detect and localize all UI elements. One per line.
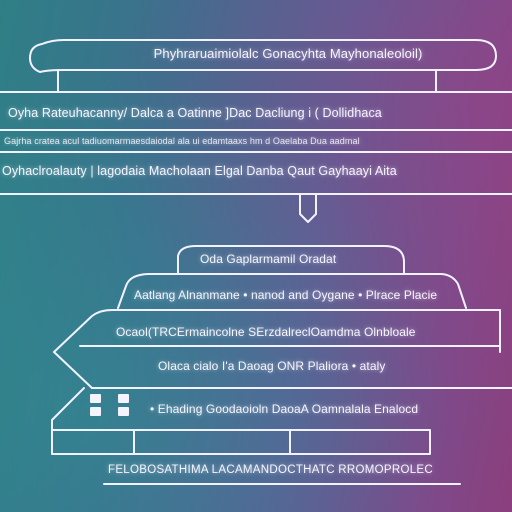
marker-square-2	[118, 394, 129, 403]
top-row-1: Oyha Rateuhacanny/ Dalca a Oatinne ]Dac …	[8, 106, 382, 120]
lower-row-4: • Ehading Goodaoioln DaoaA Oamnalala Ena…	[150, 402, 419, 416]
top-row-2: Gajrha cratea acul tadiuomarmaesdaiodal …	[4, 136, 360, 146]
marker-square-1	[90, 394, 101, 403]
footer-text: FELOBOSATHIMA LACAMANDOCTHATC RROMOPROLE…	[108, 464, 433, 476]
marker-square-4	[118, 407, 129, 416]
lower-row-2: Ocaol(TRCErmaincolne SErzdalreclOamdma O…	[116, 325, 416, 339]
lower-row-1: Aatlang Alnanmane • nanod and Oygane • P…	[134, 288, 438, 302]
lower-row-3: Olaca cialo I'a Daoag ONR Plaliora • ata…	[158, 359, 386, 373]
tab-title: Oda Gaplarmamil Oradat	[200, 252, 337, 266]
down-arrow	[299, 193, 317, 223]
marker-square-3	[90, 407, 101, 416]
lower-tier-2-left	[53, 351, 93, 389]
lower-tier-1	[117, 273, 467, 309]
tab-outline	[177, 245, 405, 275]
lower-tier-2	[53, 309, 501, 353]
header-title: Phyhraruaimiolalc Gonacyhta Mayhonaleolo…	[153, 46, 423, 61]
lower-box	[51, 387, 431, 455]
header-outline	[29, 39, 497, 73]
top-row-3: Oyhaclroalauty | lagodaia Macholaan Elga…	[2, 164, 397, 178]
